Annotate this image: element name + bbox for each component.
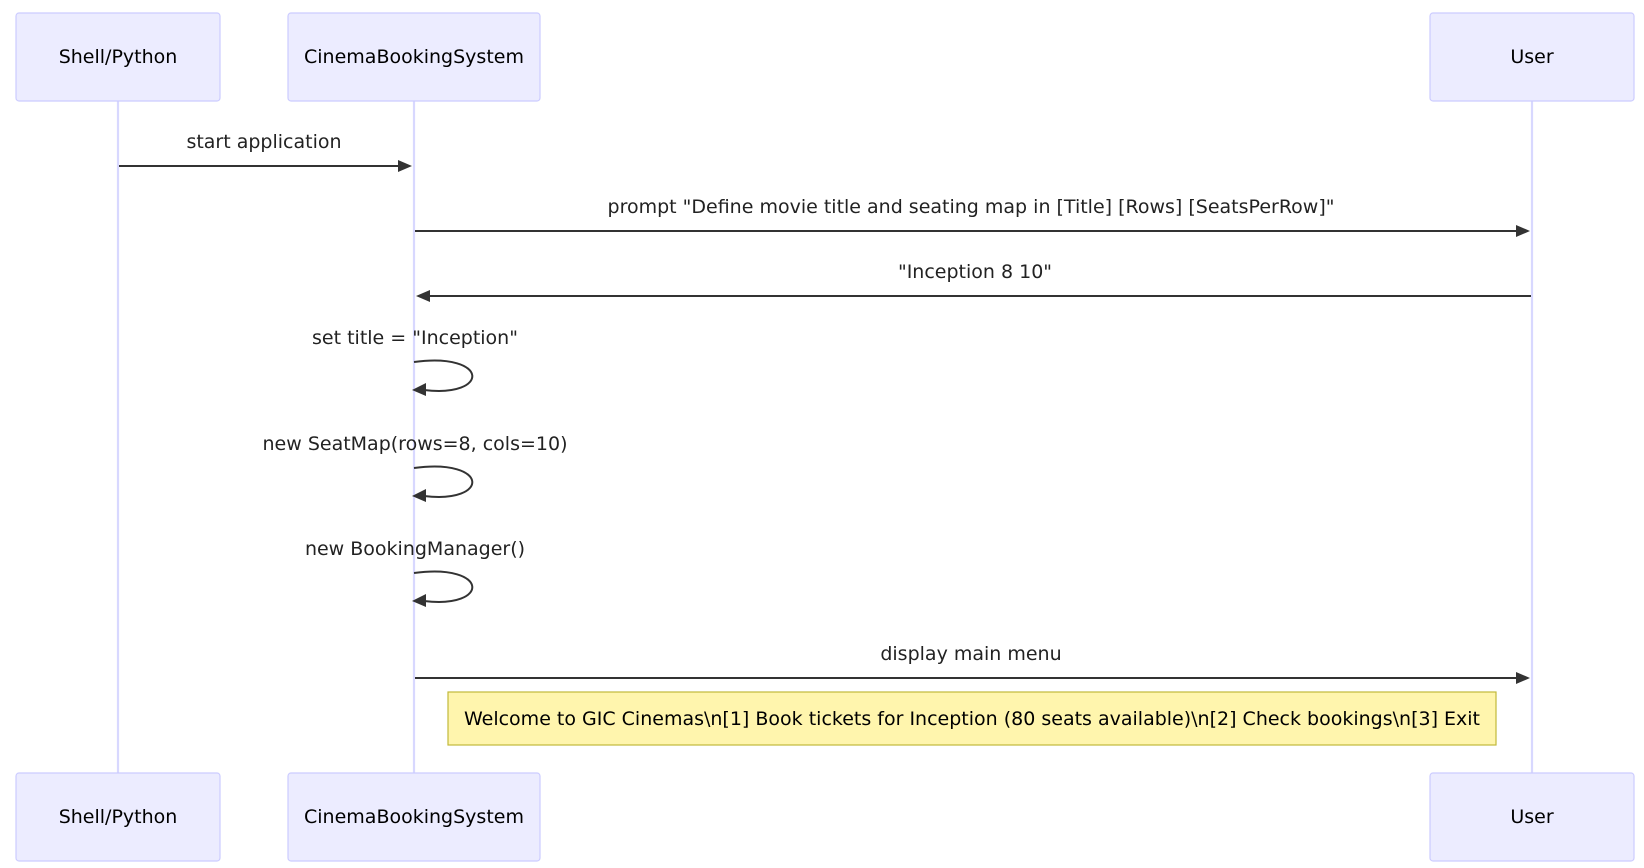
message-5-arrowhead — [412, 489, 426, 502]
message-6-loop — [413, 570, 474, 603]
message-7-arrowhead — [1516, 672, 1530, 684]
message-4-label: set title = "Inception" — [312, 327, 518, 349]
note: Welcome to GIC Cinemas\n[1] Book tickets… — [447, 691, 1497, 746]
actor-top-user-label: User — [1510, 46, 1553, 68]
actor-bottom-shell: Shell/Python — [15, 772, 221, 862]
message-5-loop — [413, 465, 474, 498]
message-6-arrowhead — [412, 594, 426, 607]
actor-bottom-cinema-booking-system-label: CinemaBookingSystem — [304, 806, 524, 828]
message-5-label: new SeatMap(rows=8, cols=10) — [263, 433, 568, 455]
message-4-loop — [413, 359, 474, 392]
actor-top-shell: Shell/Python — [15, 12, 221, 102]
message-3-label: "Inception 8 10" — [898, 261, 1052, 283]
message-1-arrowhead — [398, 160, 412, 172]
message-6-label: new BookingManager() — [305, 538, 525, 560]
actor-bottom-user: User — [1429, 772, 1635, 862]
actor-bottom-shell-label: Shell/Python — [59, 806, 178, 828]
message-7-label: display main menu — [880, 643, 1061, 665]
message-4-arrowhead — [412, 383, 426, 396]
actor-bottom-cinema-booking-system: CinemaBookingSystem — [287, 772, 541, 862]
actor-top-cinema-booking-system: CinemaBookingSystem — [287, 12, 541, 102]
message-2-arrowhead — [1516, 225, 1530, 237]
message-1-label: start application — [186, 131, 341, 153]
message-2-label: prompt "Define movie title and seating m… — [608, 196, 1335, 218]
actor-top-cinema-booking-system-label: CinemaBookingSystem — [304, 46, 524, 68]
note-text: Welcome to GIC Cinemas\n[1] Book tickets… — [464, 708, 1480, 730]
actor-bottom-user-label: User — [1510, 806, 1553, 828]
actor-top-shell-label: Shell/Python — [59, 46, 178, 68]
message-3-arrowhead — [416, 290, 430, 302]
actor-top-user: User — [1429, 12, 1635, 102]
